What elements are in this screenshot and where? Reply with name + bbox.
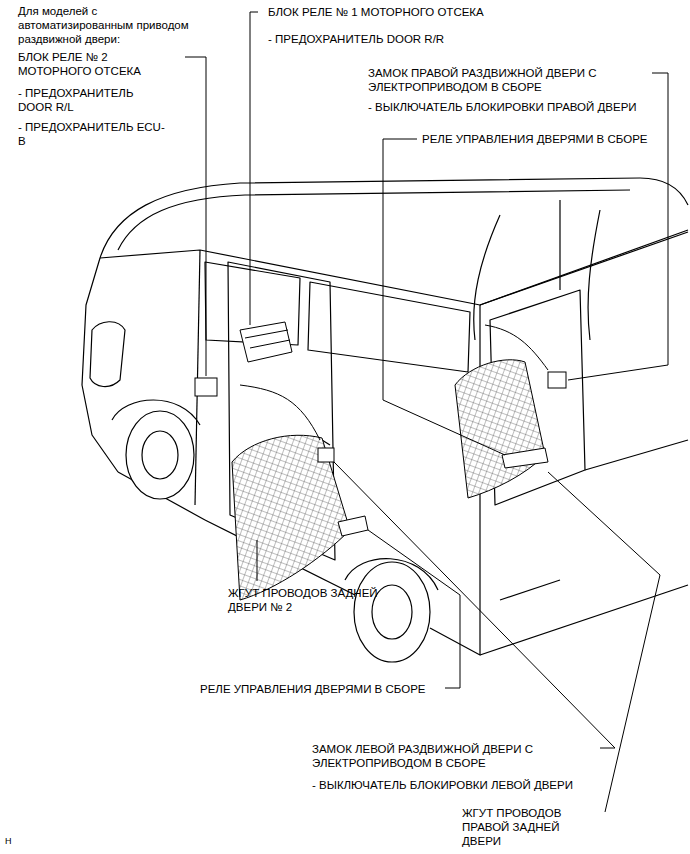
van-body — [82, 178, 688, 662]
part-label: ЗАМОК ПРАВОЙ РАЗДВИЖНОЙ ДВЕРИ С ЭЛЕКТРОП… — [368, 66, 648, 94]
part-label: РЕЛЕ УПРАВЛЕНИЯ ДВЕРЯМИ В СБОРЕ — [422, 132, 657, 146]
part-label: - ПРЕДОХРАНИТЕЛЬ ECU-B — [18, 120, 168, 148]
part-label: ЖГУТ ПРОВОДОВ ПРАВОЙ ЗАДНЕЙ ДВЕРИ — [462, 806, 600, 848]
figure-code: H — [5, 836, 25, 847]
leader-lines — [185, 12, 668, 812]
part-label: ЗАМОК ЛЕВОЙ РАЗДВИЖНОЙ ДВЕРИ С ЭЛЕКТРОПР… — [312, 742, 597, 770]
part-label: - ВЫКЛЮЧАТЕЛЬ БЛОКИРОВКИ ПРАВОЙ ДВЕРИ — [368, 100, 648, 114]
door-components — [195, 322, 566, 600]
part-label: РЕЛЕ УПРАВЛЕНИЯ ДВЕРЯМИ В СБОРЕ — [200, 682, 440, 696]
part-label: - ПРЕДОХРАНИТЕЛЬ DOOR R/L — [18, 86, 168, 114]
part-label: БЛОК РЕЛЕ № 1 МОТОРНОГО ОТСЕКА — [268, 5, 568, 19]
part-label: ЖГУТ ПРОВОДОВ ЗАДНЕЙ ДВЕРИ № 2 — [228, 586, 418, 614]
note-text: Для моделей с автоматизированным приводо… — [18, 4, 203, 46]
part-label: - ВЫКЛЮЧАТЕЛЬ БЛОКИРОВКИ ЛЕВОЙ ДВЕРИ — [312, 778, 597, 792]
part-label: - ПРЕДОХРАНИТЕЛЬ DOOR R/R — [268, 32, 548, 46]
part-label: БЛОК РЕЛЕ № 2 МОТОРНОГО ОТСЕКА — [18, 50, 178, 78]
